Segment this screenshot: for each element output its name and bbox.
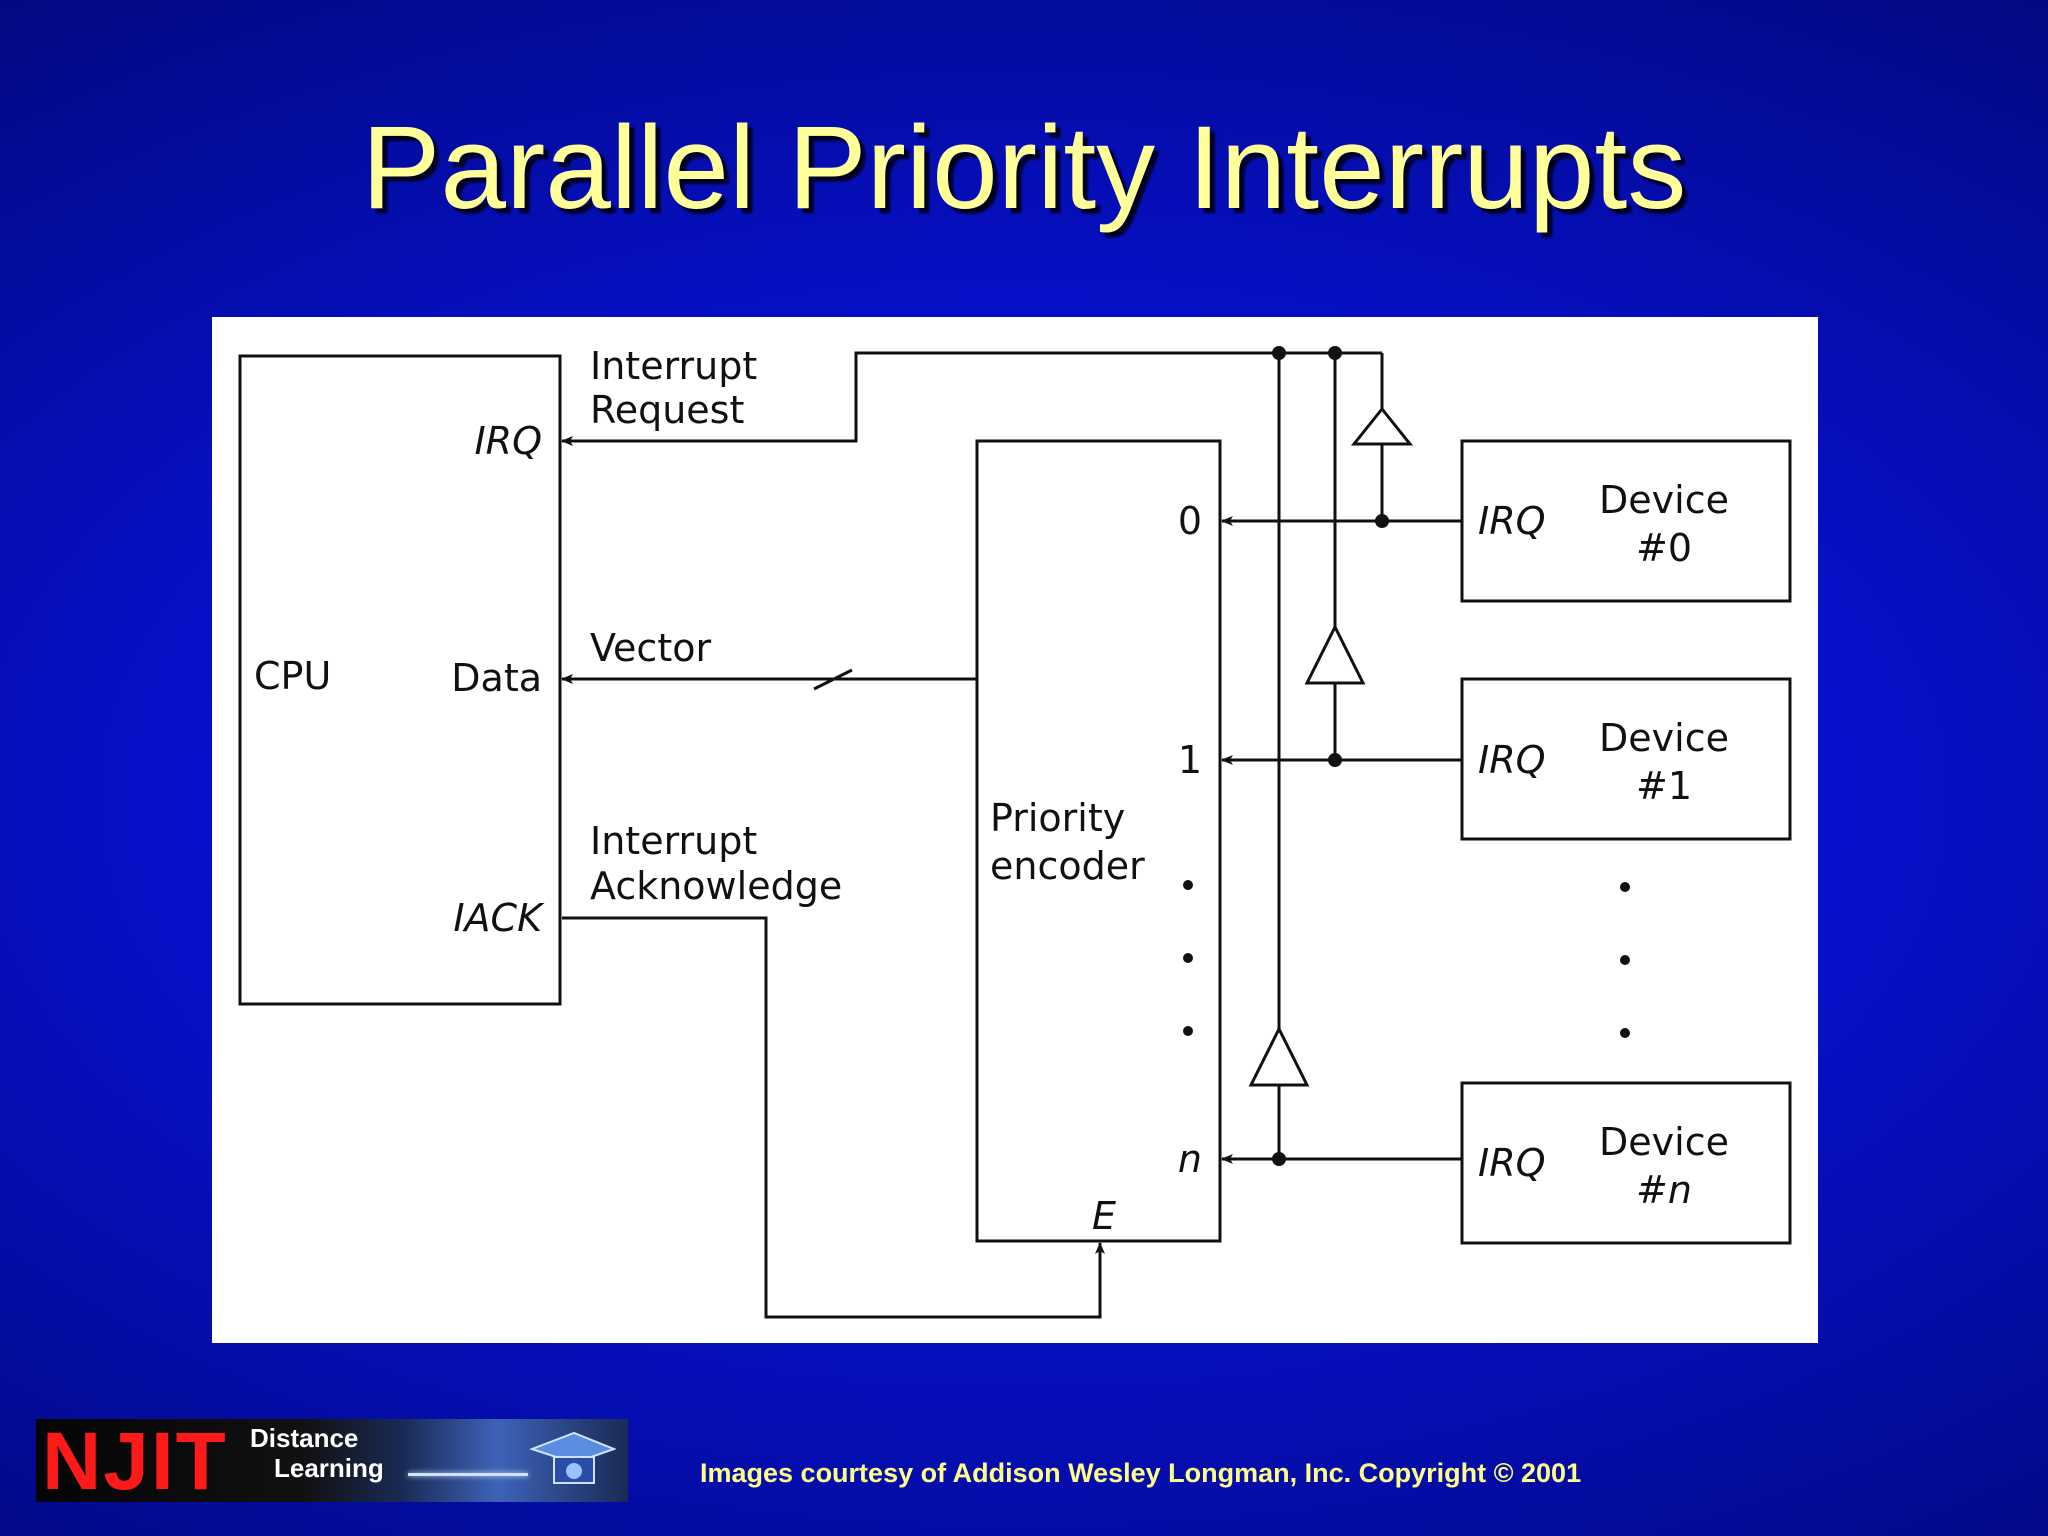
logo-brand: NJIT [42, 1419, 228, 1502]
diagram-panel: CPU IRQ Data IACK Interrupt Request Vect… [212, 317, 1818, 1343]
njit-logo: NJIT Distance Learning [36, 1419, 628, 1502]
graduation-cap-icon [529, 1431, 616, 1484]
device-n-name: Device [1599, 1120, 1729, 1164]
bus-slash [813, 668, 853, 691]
acknowledge-line [562, 916, 1105, 1319]
interrupt-acknowledge-label-1: Interrupt [590, 819, 757, 863]
encoder-input-1: 1 [1178, 738, 1202, 782]
device-0-number: #0 [1636, 526, 1692, 570]
cpu-iack-label: IACK [453, 896, 545, 940]
buffer-0 [1350, 406, 1414, 446]
cpu-box [238, 354, 562, 1006]
interrupt-request-line [561, 351, 1382, 446]
encoder-box [975, 439, 1222, 1243]
logo-cable [408, 1473, 528, 1476]
buffer-1 [1304, 623, 1366, 685]
interrupt-request-label-1: Interrupt [590, 344, 757, 388]
device-n-box [1460, 1081, 1792, 1245]
encoder-enable-label: E [1092, 1194, 1116, 1238]
encoder-input-0: 0 [1178, 499, 1202, 543]
vector-label: Vector [590, 626, 711, 670]
interrupt-acknowledge-label-2: Acknowledge [590, 864, 842, 908]
device-n-number: #n [1636, 1168, 1692, 1212]
encoder-input-n: n [1178, 1137, 1202, 1181]
logo-line-2: Learning [274, 1453, 384, 1483]
device-n-irq: IRQ [1478, 1141, 1546, 1185]
interrupt-diagram: CPU IRQ Data IACK Interrupt Request Vect… [238, 344, 1792, 1319]
device-0-irq: IRQ [1478, 499, 1546, 543]
interrupt-request-label-2: Request [590, 388, 744, 432]
cpu-label: CPU [254, 654, 331, 698]
encoder-label-1: Priority [990, 796, 1125, 840]
encoder-label-2: encoder [990, 844, 1145, 888]
device-1-irq: IRQ [1478, 738, 1546, 782]
device-1-name: Device [1599, 716, 1729, 760]
buffer-n [1248, 1025, 1310, 1087]
image-credit: Images courtesy of Addison Wesley Longma… [700, 1458, 1582, 1488]
device-1-number: #1 [1636, 764, 1692, 808]
cpu-irq-label: IRQ [474, 419, 542, 463]
logo-line-1: Distance [250, 1423, 359, 1453]
slide-title: Parallel Priority Interrupts [361, 102, 1687, 234]
cpu-data-label: Data [451, 656, 542, 700]
device-0-name: Device [1599, 478, 1729, 522]
